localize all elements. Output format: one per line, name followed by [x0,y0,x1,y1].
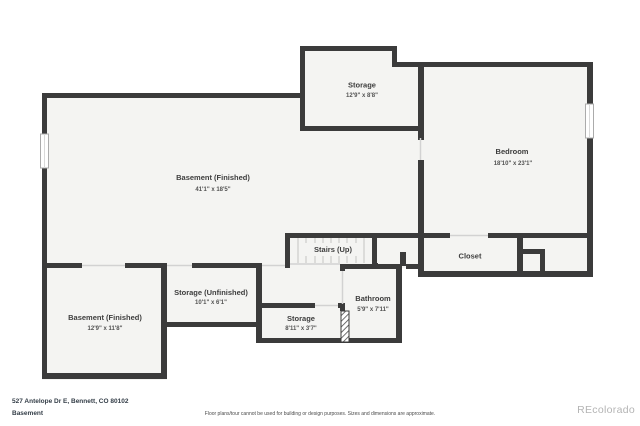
recolorado-watermark: REcolorado [577,404,635,416]
room-dims-basement-small: 12'9" x 11'8" [88,326,123,332]
room-label-stairs: Stairs (Up) [314,245,352,254]
door-openings [82,138,488,307]
room-label-basement-small: Basement (Finished) [68,313,142,322]
walls [42,46,593,379]
room-labels: Storage 12'9" x 8'8" Bedroom 18'10" x 23… [68,81,532,333]
room-dims-bedroom: 18'10" x 23'1" [494,161,533,167]
room-label-bedroom: Bedroom [496,147,529,156]
room-label-storage-unfinished: Storage (Unfinished) [174,288,248,297]
room-dims-storage-top: 12'9" x 8'8" [346,93,378,99]
address-text: 527 Antelope Dr E, Bennett, CO 80102 [12,398,129,405]
room-label-storage-top: Storage [348,81,376,90]
floor-level-label: Basement [12,410,44,417]
room-label-storage-small: Storage [287,314,315,323]
room-label-basement-main: Basement (Finished) [176,173,250,182]
room-label-closet: Closet [459,252,482,261]
disclaimer-text: Floor plans/tour cannot be used for buil… [204,411,436,417]
room-dims-storage-small: 8'11" x 3'7" [285,326,317,332]
stair-treads [297,238,365,263]
hatched-door [340,310,350,343]
room-dims-basement-main: 41'1" x 18'5" [195,187,230,193]
windows [40,103,594,169]
room-label-bathroom: Bathroom [355,294,391,303]
room-dims-storage-unfinished: 10'1" x 6'1" [195,300,227,306]
room-dims-bathroom: 5'9" x 7'11" [357,307,389,313]
